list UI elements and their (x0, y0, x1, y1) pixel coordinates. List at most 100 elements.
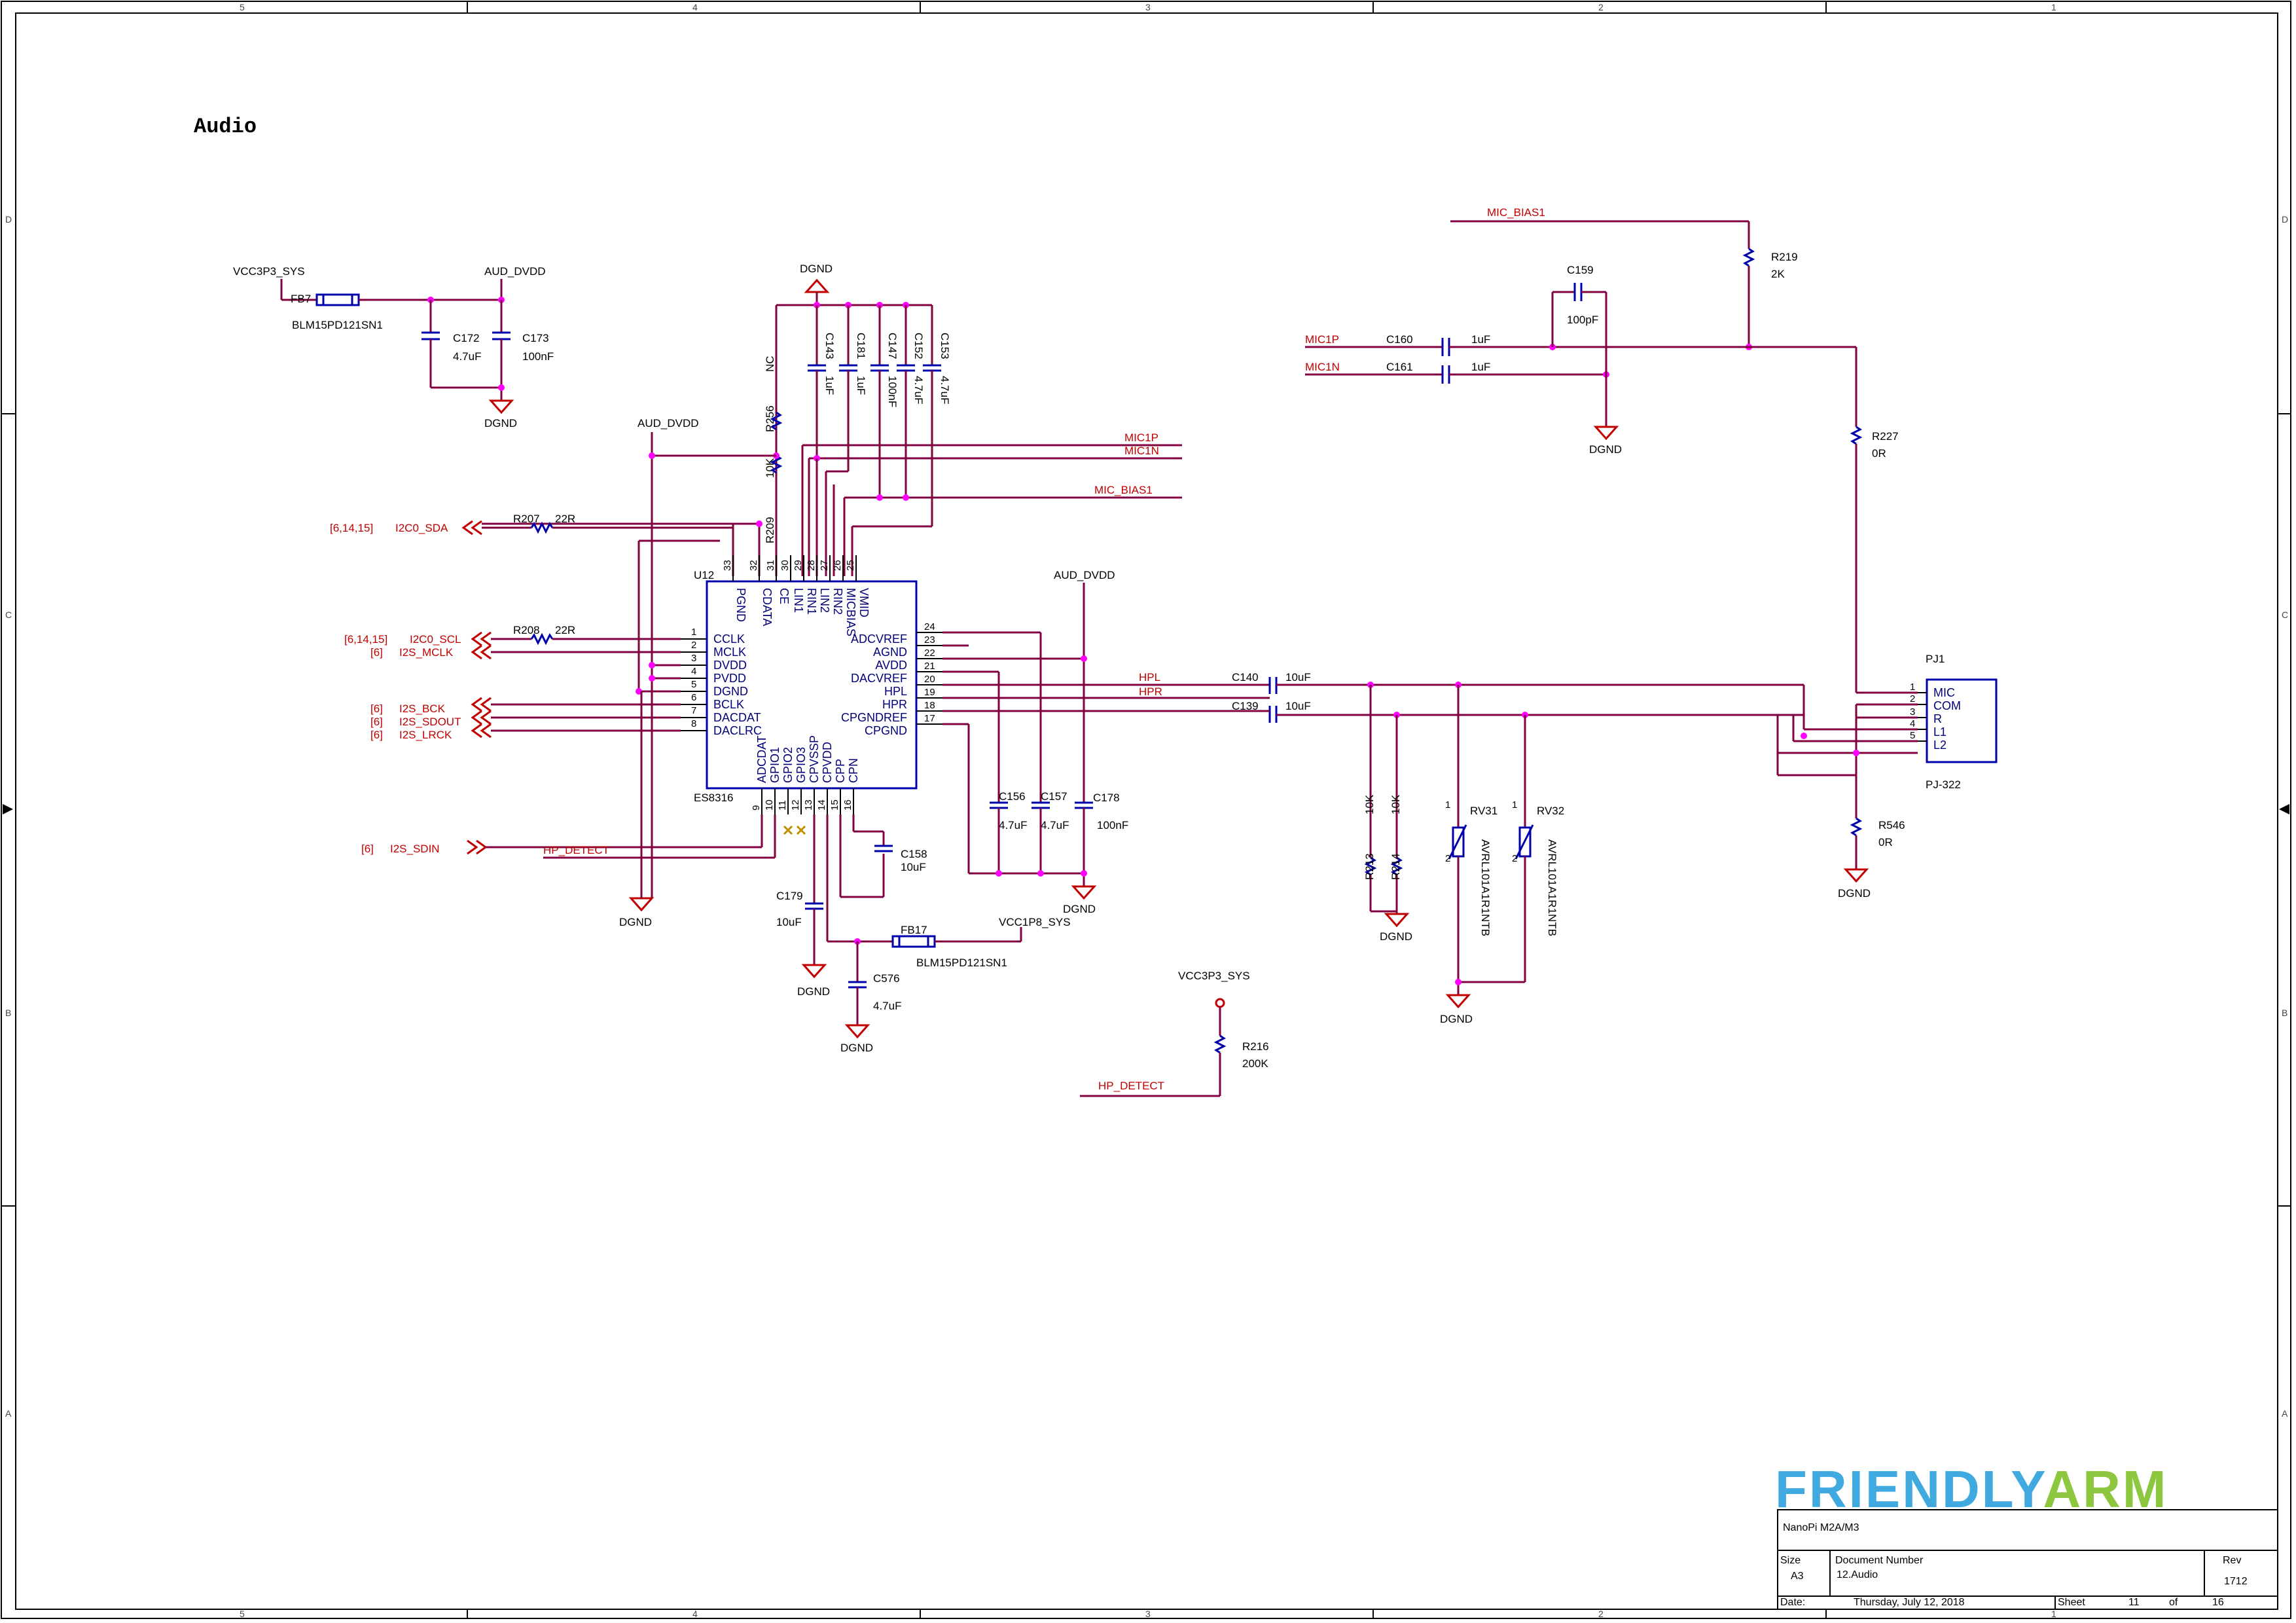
r213-ref: R213 (1363, 853, 1376, 880)
c576-value: 4.7uF (873, 1000, 901, 1012)
logo-part-arm: ARM (2043, 1460, 2168, 1518)
net-mic-bias1-top: MIC_BIAS1 (1094, 484, 1153, 496)
fb7-value: BLM15PD121SN1 (292, 319, 383, 331)
pin-name-hpr: HPR (882, 698, 907, 711)
c140-ref: C140 (1232, 671, 1259, 684)
offpage-arrow-sda (461, 520, 482, 536)
resistor-r213 (1364, 856, 1377, 876)
pin-name-cclk: CCLK (713, 632, 745, 646)
ground-symbol-c179 (801, 964, 827, 979)
r209-ref: R209 (764, 517, 776, 543)
border-col-1-bottom: 1 (2051, 1609, 2056, 1619)
resistor-r227 (1850, 426, 1863, 445)
r207-value: 22R (555, 513, 575, 525)
c152-ref: C152 (912, 333, 925, 359)
c173-ref: C173 (522, 332, 549, 344)
pin-name-bclk: BCLK (713, 698, 744, 711)
date-label: Date: (1780, 1597, 1805, 1608)
pin-num-28: 28 (806, 560, 817, 571)
doc-number-label: Document Number (1835, 1555, 1924, 1566)
logo-part-friendly: FRIENDLY (1775, 1460, 2045, 1518)
pin-name-cpgndref: CPGNDREF (841, 711, 907, 724)
rv31-value: AVRL101A1R1NTB (1479, 839, 1492, 936)
pin-num-19: 19 (924, 687, 935, 698)
rev-value: 1712 (2224, 1576, 2248, 1587)
date-value: Thursday, July 12, 2018 (1854, 1597, 1965, 1608)
c181-value: 1uF (855, 376, 867, 395)
project-name: NanoPi M2A/M3 (1783, 1522, 1859, 1533)
net-hpl: HPL (1139, 671, 1160, 684)
pin-num-8: 8 (691, 718, 696, 729)
net-i2s-sdin: I2S_SDIN (390, 843, 440, 855)
offpage-arrow-mclk (471, 644, 492, 660)
audio-jack-pj1: PJ1 PJ-322 1 2 3 4 5 MIC COM R L1 L2 (1910, 653, 1998, 791)
net-hpr: HPR (1139, 685, 1162, 698)
net-hp-detect: HP_DETECT (1098, 1080, 1164, 1092)
r214-value: 10K (1390, 794, 1402, 814)
sheet-label: Sheet (2058, 1597, 2085, 1608)
vcc1p8-sys-label: VCC1P8_SYS (999, 916, 1071, 928)
rev-label: Rev (2223, 1555, 2241, 1566)
pin-num-27: 27 (819, 560, 830, 571)
pin-num-31: 31 (765, 560, 776, 571)
pin-num-25: 25 (845, 560, 856, 571)
jack-ref: PJ1 (1926, 653, 1945, 665)
aud-dvdd-label-right: AUD_DVDD (1054, 569, 1115, 581)
pin-name-cpgnd: CPGND (865, 724, 907, 737)
rv32-pin1: 1 (1512, 799, 1517, 811)
pin-name-dacvref: DACVREF (851, 672, 907, 685)
xref-mclk: [6] (370, 646, 383, 659)
r213-value: 10K (1363, 794, 1376, 814)
border-row-c: C (5, 610, 12, 620)
c143-ref: C143 (823, 333, 836, 359)
dgnd-label-c179: DGND (797, 985, 830, 998)
ic-part: ES8316 (694, 792, 734, 804)
border-row-d-right: D (2282, 214, 2288, 225)
dgnd-label-right: DGND (1063, 903, 1096, 915)
c178-value: 100nF (1097, 819, 1128, 831)
c178-ref: C178 (1093, 792, 1120, 804)
right-decoupling-section: AUD_DVDD C156 4.7uF C157 4.7uF C178 100n… (942, 569, 1128, 915)
pin-num-32: 32 (748, 560, 759, 571)
pin-num-33: 33 (722, 560, 733, 571)
jack-pin-l2: L2 (1933, 739, 1946, 752)
pin-name-avdd: AVDD (875, 659, 907, 672)
left-interface-section: [6,14,15] I2C0_SDA R207 22R [6,14,15] I2… (330, 417, 776, 928)
jack-pin-num-1: 1 (1910, 682, 1915, 693)
c161-ref: C161 (1386, 361, 1413, 373)
xref-lrck: [6] (370, 729, 383, 741)
c160-ref: C160 (1386, 333, 1413, 346)
border-col-1: 1 (2051, 2, 2056, 12)
c179-ref: C179 (776, 890, 803, 902)
title-block: FRIENDLYARM NanoPi M2A/M3 Size A3 Docume… (1775, 1460, 2278, 1610)
c139-value: 10uF (1285, 700, 1311, 712)
pin-num-7: 7 (691, 705, 696, 716)
charge-pump-section: C179 10uF DGND FB17 BLM15PD121SN1 VCC1P8… (776, 814, 1071, 1054)
c158-value: 10uF (901, 861, 926, 873)
pin-num-18: 18 (924, 700, 935, 711)
pin-num-6: 6 (691, 692, 696, 703)
dgnd-label-r546: DGND (1838, 887, 1871, 900)
pin-num-10: 10 (764, 799, 775, 811)
pin-name-lin1: LIN1 (792, 588, 805, 613)
top-decoupling-section: DGND R256 NC R209 10K C143 1uF C181 1uF (482, 263, 1182, 576)
c159-value: 100pF (1567, 314, 1598, 326)
net-hp-detect-ic: HP_DETECT (543, 844, 609, 856)
pin-name-rin1: RIN1 (805, 588, 818, 615)
pin-name-daclrc: DACLRC (713, 724, 762, 737)
pin-name-adcdat: ADCDAT (755, 735, 768, 783)
xref-sda: [6,14,15] (330, 522, 373, 534)
pin-name-gpio2: GPIO2 (781, 747, 795, 783)
ic-ref: U12 (694, 569, 714, 581)
border-row-a-right: A (2282, 1408, 2288, 1419)
border-col-3-bottom: 3 (1145, 1609, 1151, 1619)
c147-ref: C147 (886, 333, 899, 359)
ground-symbol-r546 (1843, 868, 1869, 883)
pin-name-dgnd: DGND (713, 685, 748, 698)
pin-name-adcvref: ADCVREF (851, 632, 907, 646)
rv31-ref: RV31 (1470, 805, 1498, 817)
pin-name-dvdd: DVDD (713, 659, 747, 672)
c153-value: 4.7uF (939, 376, 951, 404)
c161-value: 1uF (1471, 361, 1490, 373)
pin-num-24: 24 (924, 621, 935, 632)
